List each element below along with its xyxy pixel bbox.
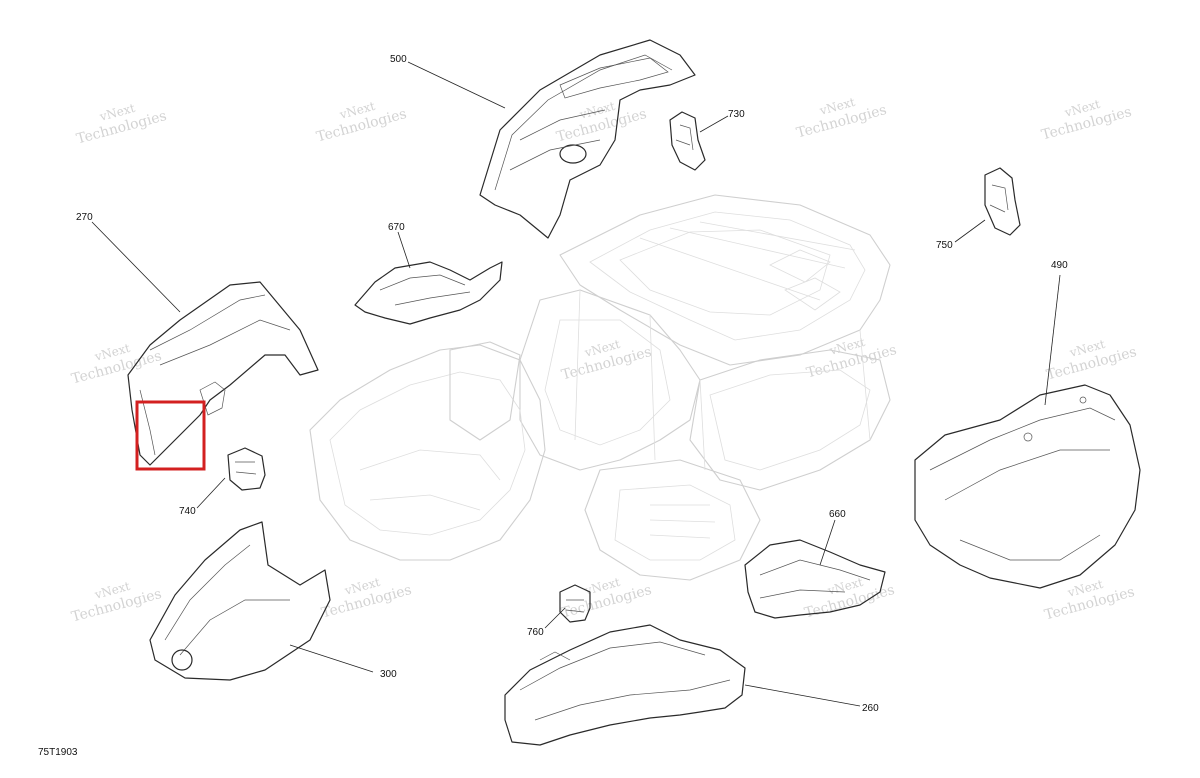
watermark: vNext Technologies <box>75 101 169 148</box>
part-300-front-panel[interactable] <box>149 521 331 681</box>
watermark: vNext Technologies <box>1045 337 1139 384</box>
leader-740 <box>196 477 226 509</box>
watermarks: vNext Technologies vNext Technologies vN… <box>70 95 1139 626</box>
leader-660 <box>819 519 836 566</box>
leader-490 <box>1044 274 1061 406</box>
part-500-rear-fender[interactable] <box>479 39 696 239</box>
callout-730[interactable]: 730 <box>728 109 745 120</box>
part-490-rear-fender[interactable] <box>914 384 1141 589</box>
callout-300[interactable]: 300 <box>380 669 397 680</box>
drawing-code: 75T1903 <box>38 747 78 758</box>
watermark: vNext Technologies <box>795 95 889 142</box>
watermark: vNext Technologies <box>315 99 409 146</box>
watermark: vNext Technologies <box>560 337 654 384</box>
callout-260[interactable]: 260 <box>862 703 879 714</box>
leader-300 <box>289 644 374 673</box>
watermark: vNext Technologies <box>1043 577 1137 624</box>
leader-760 <box>544 607 566 629</box>
part-270-front-fender[interactable] <box>127 281 319 466</box>
leader-750 <box>954 219 986 243</box>
watermark: vNext Technologies <box>320 575 414 622</box>
part-760-bracket[interactable] <box>559 584 591 623</box>
watermark: vNext Technologies <box>560 575 654 622</box>
leader-500 <box>407 61 506 109</box>
watermark: vNext Technologies <box>1040 97 1134 144</box>
part-670-inner-panel[interactable] <box>354 261 503 325</box>
leader-lines <box>91 61 1061 707</box>
part-750-bracket[interactable] <box>984 167 1021 236</box>
callout-270[interactable]: 270 <box>76 212 93 223</box>
watermark: vNext Technologies <box>70 579 164 626</box>
part-730-bracket[interactable] <box>669 111 706 171</box>
highlight-box <box>135 400 206 471</box>
part-260-lower-fender[interactable] <box>504 624 746 746</box>
leader-270 <box>91 221 181 313</box>
callout-500[interactable]: 500 <box>390 54 407 65</box>
callout-660[interactable]: 660 <box>829 509 846 520</box>
callout-740[interactable]: 740 <box>179 506 196 517</box>
callout-750[interactable]: 750 <box>936 240 953 251</box>
atv-frame <box>309 194 891 581</box>
leader-670 <box>397 231 411 269</box>
callout-labels: 500 730 750 490 270 670 740 660 760 300 … <box>76 54 1068 714</box>
callout-490[interactable]: 490 <box>1051 260 1068 271</box>
watermark: vNext Technologies <box>70 341 164 388</box>
leader-260 <box>744 684 861 707</box>
leader-730 <box>699 115 729 133</box>
callout-670[interactable]: 670 <box>388 222 405 233</box>
part-740-bracket[interactable] <box>227 447 266 491</box>
callout-760[interactable]: 760 <box>527 627 544 638</box>
